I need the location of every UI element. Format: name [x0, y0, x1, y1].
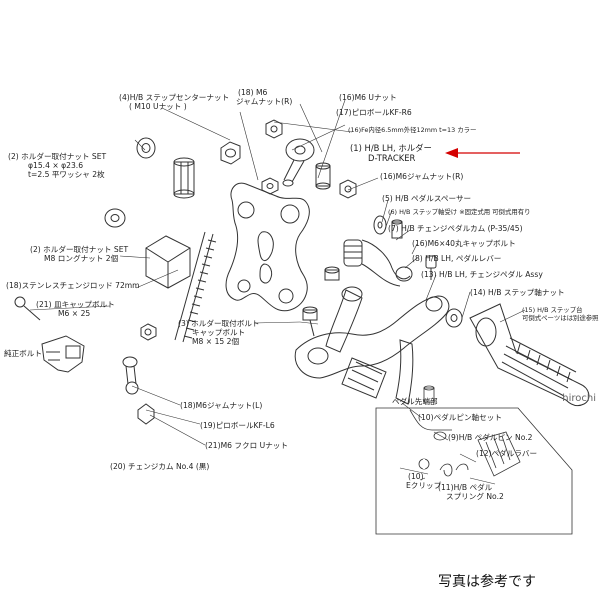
- lever-rubber: [341, 357, 387, 399]
- jam-nut-l: [140, 323, 157, 341]
- holder-washer-mid: [104, 208, 126, 228]
- collar: [315, 162, 331, 190]
- pedal-lever: [325, 286, 363, 353]
- pedal-tip-frame: [375, 385, 573, 535]
- label-change-rod: (18)ステンレスチェンジロッド 72mm: [6, 281, 140, 290]
- label-jam-nut-l: (18)M6ジャムナット(L): [180, 401, 263, 410]
- m6-cap-nut: [137, 403, 155, 425]
- footpeg-step: [469, 303, 590, 407]
- leader-lines: [29, 99, 526, 485]
- label-e-clip: (10)Eクリップ: [406, 472, 442, 490]
- change-pedal-cam: [343, 239, 413, 287]
- pedal-stem: [395, 339, 414, 405]
- label-cap-bolt-m6x40: (16)M6×40丸キャップボルト: [412, 239, 516, 248]
- pillow-ball-l6: [122, 356, 139, 395]
- label-collar: (16)Fe内径6.5mm外径12mm t=13 カラー: [348, 126, 477, 134]
- label-pillow-ball-l6: (19)ピロボールKF-L6: [200, 421, 275, 430]
- label-pedal-pin-set: (10)ペダルピン軸セット: [418, 413, 502, 422]
- label-pedal-tip: ペダル先端部: [392, 397, 438, 406]
- label-change-cam-no4: (20) チェンジカム No.4 (黒): [110, 462, 210, 471]
- label-u-nut: (16)M6 Uナット: [339, 93, 397, 102]
- genuine-bolt-part: [41, 335, 85, 373]
- label-genuine-bolt: 純正ボルト: [4, 349, 42, 358]
- pillow-ball-r6: [282, 138, 315, 187]
- step-center-nut: [220, 141, 241, 165]
- countersunk-bolt: [14, 296, 41, 321]
- callout-arrow: [445, 148, 520, 158]
- holder-plate: [225, 182, 310, 312]
- label-change-pedal-cam: (7) H/B チェンジペダルカム (P-35/45): [388, 224, 523, 233]
- holder-long-nut-mid: [145, 235, 191, 289]
- holder-long-nut-top: [173, 157, 195, 199]
- label-step-center-nut: (4)H/B ステップセンターナット( M10 Uナット ): [119, 93, 230, 111]
- jam-nut-r: [339, 179, 357, 199]
- label-m6-cap-nut: (21)M6 フクロ Uナット: [205, 441, 288, 450]
- label-pedal-spring: (11)H/B ペダルスプリング No.2: [438, 483, 504, 501]
- u-nut-top: [265, 119, 283, 139]
- label-jam-nut-r: (16)M6ジャムナット(R): [380, 172, 464, 181]
- label-pedal-rubber: (12)ペダルラバー: [476, 449, 538, 458]
- change-pedal-arm: [294, 295, 450, 379]
- holder-washer-top: [136, 137, 156, 159]
- label-step-shaft-nut: (14) H/B ステップ軸ナット: [470, 288, 565, 297]
- cap-bolt-m6x40: [425, 255, 437, 280]
- step-bearing: [391, 219, 403, 239]
- holder-bolt: [302, 306, 318, 337]
- step-shaft-nut: [445, 308, 463, 328]
- label-pillow-ball-r6: (17)ピロボールKF-R6: [336, 108, 412, 117]
- label-pedal-spacer: (5) H/B ペダルスペーサー: [382, 194, 472, 203]
- holder-bolt-2: [324, 266, 340, 281]
- label-change-pedal-assy: (13) H/B LH, チェンジペダル Assy: [421, 270, 543, 279]
- label-step-bearing: (6) H/B ステップ軸受け ※固定式用 可倒式用有り: [388, 208, 531, 216]
- watermark: hirochi: [562, 393, 596, 404]
- label-pedal-pin-no2: (9)H/B ペダルピン No.2: [448, 433, 533, 442]
- label-footpeg-step: (15) H/B ステップ台可倒式ペーツはは別途参照: [522, 306, 599, 322]
- change-rod: [174, 231, 217, 343]
- reference-photo-note: 写真は参考です: [438, 574, 536, 590]
- pedal-spacer: [373, 215, 387, 235]
- label-pedal-lever: (8) H/B LH, ペダルレバー: [412, 254, 502, 263]
